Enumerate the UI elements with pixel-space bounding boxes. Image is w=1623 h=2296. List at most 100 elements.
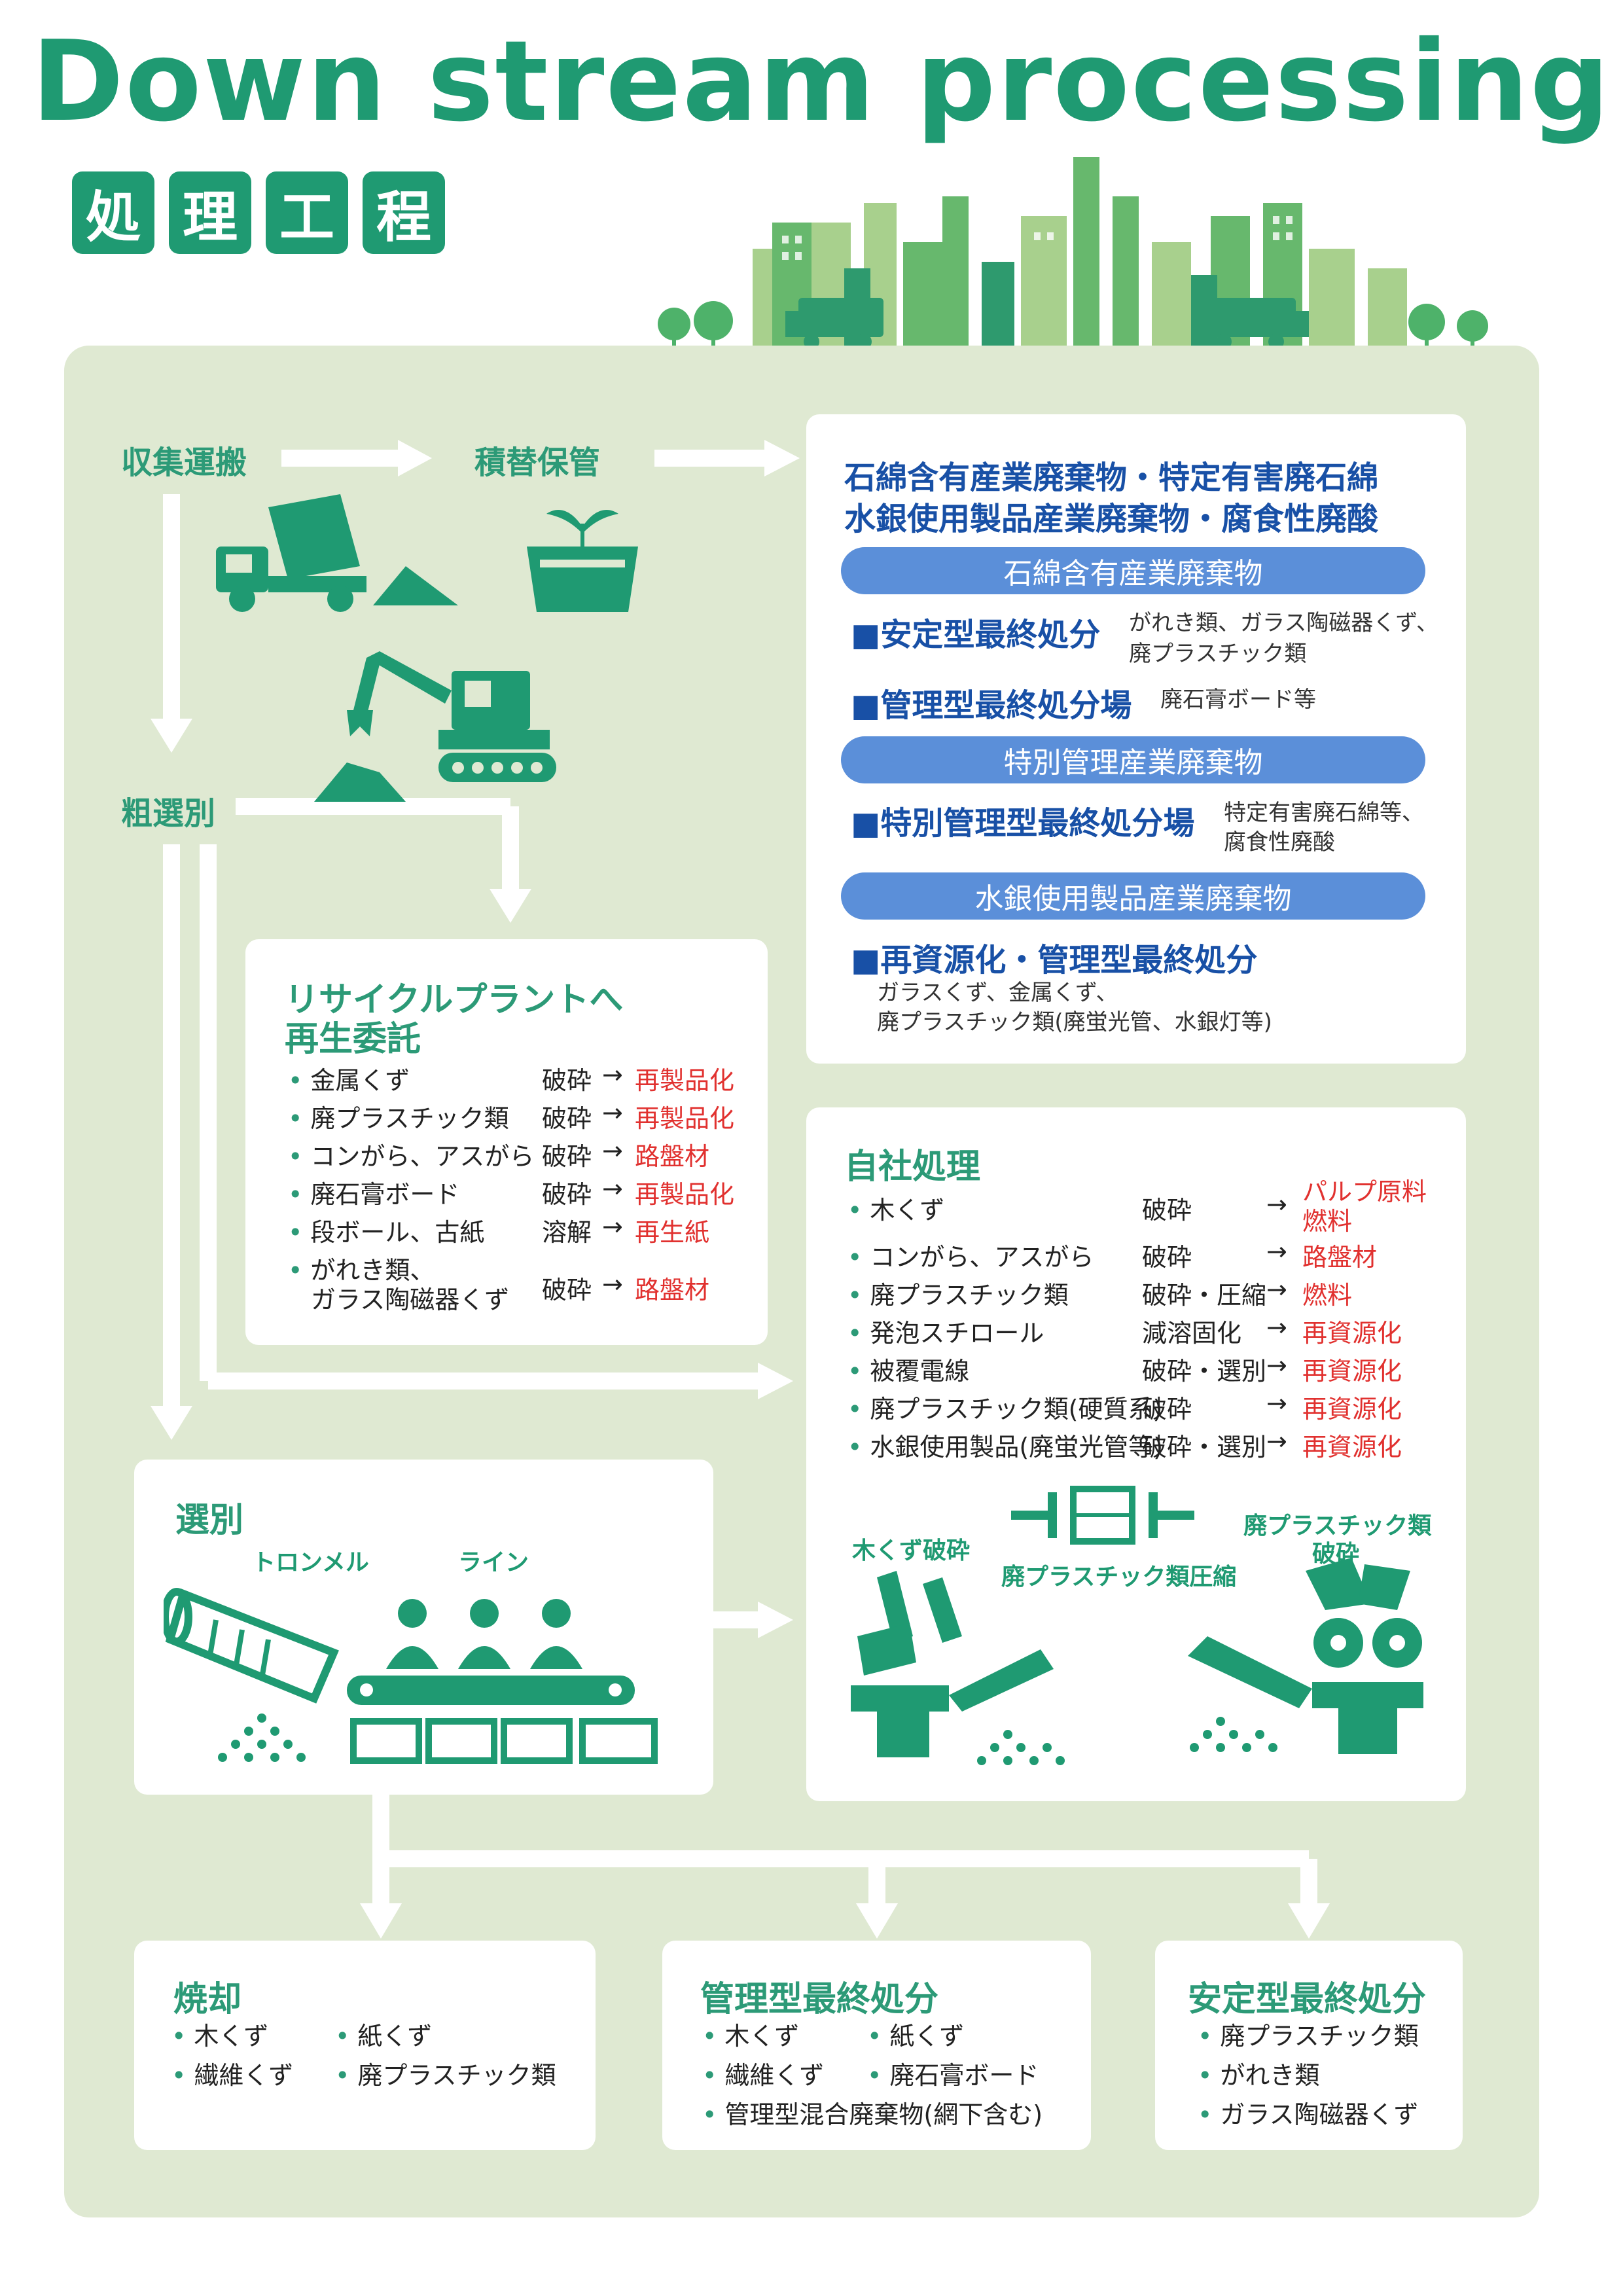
- result-text: 再製品化: [635, 1180, 735, 1209]
- sorting-line-icon: [347, 1599, 658, 1764]
- arrow-text: →: [602, 1270, 623, 1299]
- arrow-text: →: [1266, 1237, 1287, 1266]
- result-text: 再資源化: [1302, 1319, 1402, 1348]
- rough-sort-label: 粗選別: [121, 795, 216, 832]
- recycle-disposal-desc1: ガラスくず、金属くず、: [877, 980, 1118, 1006]
- mercury-category-pill: 水銀使用製品産業廃棄物: [841, 872, 1425, 920]
- managed-disposal-box: [662, 1941, 1091, 2150]
- collect-label: 収集運搬: [121, 444, 247, 481]
- list-item: •紙くず: [867, 2022, 965, 2051]
- result-text: 再生紙: [635, 1218, 710, 1247]
- list-item: •管理型混合廃棄物(網下含む): [702, 2100, 1043, 2129]
- plastic-crush-label1: 廃プラスチック類: [1243, 1513, 1432, 1539]
- process-text: 破砕: [542, 1142, 592, 1171]
- recycle-disposal-desc2: 廃プラスチック類(廃蛍光管、水銀灯等): [877, 1009, 1272, 1035]
- trommel-label: トロンメル: [252, 1549, 369, 1576]
- process-text: 破砕: [542, 1066, 592, 1095]
- list-item: •ガラス陶磁器くず: [1198, 2100, 1419, 2129]
- list-item: •木くず: [702, 2022, 800, 2051]
- process-text: 溶解: [542, 1218, 592, 1247]
- special-disposal-desc1: 特定有害廃石綿等、: [1224, 800, 1424, 826]
- stable-disposal-title: 安定型最終処分: [1188, 1980, 1427, 2019]
- result-text: 路盤材: [1302, 1243, 1378, 1272]
- arrow-text: →: [1266, 1351, 1287, 1380]
- special-disposal-desc2: 腐食性廃酸: [1224, 829, 1335, 855]
- subtitle: 処 理 工 程: [72, 171, 445, 254]
- list-item: •廃石膏ボード: [867, 2061, 1039, 2090]
- list-item: •発泡スチロール: [847, 1319, 1044, 1348]
- arrow-text: →: [1266, 1275, 1287, 1304]
- list-item: •がれき類: [1198, 2061, 1320, 2090]
- list-item: •段ボール、古紙: [288, 1218, 485, 1247]
- list-item: •廃プラスチック類: [335, 2061, 556, 2090]
- list-item: •廃プラスチック類(硬質系): [847, 1395, 1163, 1424]
- list-item: •被覆電線: [847, 1357, 970, 1386]
- compressor-icon: [1011, 1486, 1194, 1545]
- list-item: •木くず: [847, 1196, 945, 1225]
- result-text: 再資源化: [1302, 1433, 1402, 1462]
- process-text: 破砕: [542, 1276, 592, 1304]
- storage-label: 積替保管: [474, 444, 601, 481]
- list-item: •水銀使用製品(廃蛍光管等): [847, 1433, 1164, 1462]
- arrow-text: →: [602, 1098, 623, 1127]
- storage-basket-icon: [527, 510, 638, 612]
- sorting-box: [134, 1460, 713, 1795]
- list-item: •木くず: [171, 2022, 269, 2051]
- sorting-title: 選別: [175, 1501, 244, 1540]
- plastic-crusher-icon: [1188, 1558, 1423, 1754]
- dump-truck-icon: [216, 494, 458, 612]
- process-text: 破砕・選別: [1142, 1433, 1267, 1462]
- subtitle-char: 処: [72, 171, 154, 254]
- list-item: •廃プラスチック類: [1198, 2022, 1419, 2051]
- wood-crush-label: 木くず破砕: [852, 1537, 971, 1564]
- incineration-box: [134, 1941, 596, 2150]
- result-text: パルプ原料: [1302, 1177, 1427, 1206]
- process-text: 破砕・選別: [1142, 1357, 1267, 1386]
- plastic-compress-label: 廃プラスチック類圧縮: [1001, 1564, 1237, 1590]
- process-text: 破砕: [542, 1180, 592, 1209]
- result-text: 再資源化: [1302, 1357, 1402, 1386]
- managed-disposal-title: 管理型最終処分: [700, 1980, 939, 2019]
- list-item: •繊維くず: [171, 2061, 294, 2090]
- arrow-text: →: [1266, 1427, 1287, 1456]
- list-item: •繊維くず: [702, 2061, 825, 2090]
- list-item: •がれき類、: [288, 1256, 435, 1285]
- arrow-text: →: [1266, 1313, 1287, 1342]
- process-text: 破砕: [1142, 1196, 1192, 1225]
- result-text: 路盤材: [635, 1276, 710, 1304]
- line-label: ライン: [458, 1549, 529, 1576]
- list-item: •金属くず: [288, 1066, 410, 1095]
- trommel-icon: [164, 1588, 339, 1762]
- process-text: 破砕: [542, 1104, 592, 1133]
- page-title: Down stream processing: [31, 17, 1611, 147]
- list-item: •廃石膏ボード: [288, 1180, 460, 1209]
- result-text: 再製品化: [635, 1066, 735, 1095]
- wood-crusher-icon: [851, 1571, 1065, 1765]
- result-text: 燃料: [1302, 1207, 1353, 1236]
- hazard-title-line2: 水銀使用製品産業廃棄物・腐食性廃酸: [844, 501, 1379, 537]
- process-text: 減溶固化: [1142, 1319, 1242, 1348]
- subtitle-char: 程: [363, 171, 445, 254]
- subtitle-char: 工: [266, 171, 348, 254]
- list-item: •紙くず: [335, 2022, 433, 2051]
- stable-disposal-box: [1155, 1941, 1463, 2150]
- stable-disposal-desc2: 廃プラスチック類: [1129, 641, 1307, 667]
- process-text: 破砕・圧縮: [1142, 1281, 1267, 1310]
- list-item: •コンがら、アスがら: [847, 1243, 1094, 1272]
- subtitle-char: 理: [169, 171, 251, 254]
- excavator-icon: [314, 651, 556, 802]
- result-text: 路盤材: [635, 1142, 710, 1171]
- arrow-text: →: [602, 1060, 623, 1089]
- arrow-text: →: [602, 1212, 623, 1241]
- list-item: •廃プラスチック類: [847, 1281, 1069, 1310]
- inhouse-title: 自社処理: [844, 1147, 981, 1187]
- asbestos-category-pill: 石綿含有産業廃棄物: [841, 547, 1425, 594]
- hazard-title-line1: 石綿含有産業廃棄物・特定有害廃石綿: [844, 459, 1379, 496]
- result-text: 再製品化: [635, 1104, 735, 1133]
- special-category-pill: 特別管理産業廃棄物: [841, 736, 1425, 783]
- arrow-text: →: [602, 1136, 623, 1165]
- recycle-title-line2: 再生委託: [285, 1020, 421, 1059]
- list-item: •廃プラスチック類: [288, 1104, 509, 1133]
- list-item: •コンがら、アスがら: [288, 1142, 535, 1171]
